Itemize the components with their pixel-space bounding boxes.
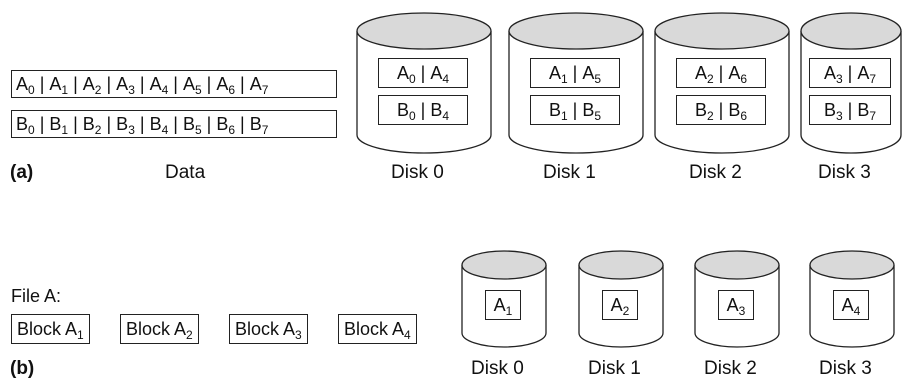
disk-cell: A0 (396, 62, 416, 86)
disk-block: A3|A7 (809, 58, 891, 88)
disk-block: A2 (602, 290, 638, 320)
disk-cell: A2 (694, 62, 714, 86)
file-block-label: Block A4 (344, 318, 411, 342)
disk-label: Disk 3 (819, 358, 872, 379)
disk-cylinder-icon (809, 250, 895, 348)
disk-block: A2|A6 (676, 58, 766, 88)
disk-cell: A1 (548, 62, 568, 86)
disk-cell: A4 (430, 62, 450, 86)
disk-cell: B0 (396, 99, 416, 123)
disk-top (654, 12, 790, 50)
disk-cell: B6 (728, 99, 748, 123)
disk-cell: B1 (548, 99, 568, 123)
cell-separator: | (240, 73, 245, 94)
data-caption: Data (165, 162, 206, 183)
disk-label: Disk 2 (689, 162, 742, 183)
part-a-label: (a) (10, 162, 34, 183)
disk-block: A1 (485, 290, 521, 320)
disk-cell: A1 (493, 294, 513, 318)
disk-label: Disk 0 (391, 162, 444, 183)
data-row-b: B0|B1|B2|B3|B4|B5|B6|B7 (11, 110, 337, 138)
part-b-label: (b) (10, 358, 35, 379)
disk-label: Disk 1 (588, 358, 641, 379)
cell-separator: | (206, 73, 212, 94)
file-block-1: Block A1 (11, 314, 90, 344)
data-cell: A6 (216, 73, 236, 97)
data-cell: A2 (82, 73, 102, 97)
cell-separator: | (173, 113, 178, 134)
cell-separator: | (139, 73, 145, 94)
disk-block: B0|B4 (378, 95, 468, 125)
disk-label: Disk 2 (704, 358, 757, 379)
disk-cell: A6 (728, 62, 748, 86)
disk-cell: A5 (582, 62, 602, 86)
disk-top (800, 12, 902, 50)
disk-label: Disk 3 (818, 162, 871, 183)
data-cell: B2 (82, 113, 102, 137)
data-cell: B4 (149, 113, 169, 137)
cell-separator: | (39, 73, 45, 94)
disk-cell: B4 (430, 99, 450, 123)
disk-cell: A3 (823, 62, 843, 86)
data-cell: B0 (16, 113, 35, 137)
disk-block: A4 (833, 290, 869, 320)
file-block-2: Block A2 (120, 314, 199, 344)
disk-top (508, 12, 644, 50)
disk-top (461, 250, 547, 280)
cell-separator: | (39, 113, 45, 134)
disk-block: A1|A5 (530, 58, 620, 88)
disk-top (356, 12, 492, 50)
disk-cell: A4 (841, 294, 861, 318)
disk-cell: B5 (582, 99, 602, 123)
data-cell: B3 (116, 113, 135, 137)
cell-separator: | (139, 113, 145, 134)
disk-cell: B7 (857, 99, 877, 123)
cell-separator: | (106, 73, 112, 94)
disk-block: B2|B6 (676, 95, 766, 125)
data-cell: B6 (216, 113, 236, 137)
disk-block: B3|B7 (809, 95, 891, 125)
file-block-label: Block A1 (17, 318, 84, 342)
data-cell: A5 (182, 73, 202, 97)
disk-block: A0|A4 (378, 58, 468, 88)
cell-separator: | (173, 73, 178, 94)
data-cell: A1 (49, 73, 69, 97)
file-title: File A: (11, 286, 62, 306)
disk-cell: A3 (726, 294, 746, 318)
disk-block: B1|B5 (530, 95, 620, 125)
cell-separator: | (73, 113, 78, 134)
cell-separator: | (73, 73, 78, 94)
disk-top (809, 250, 895, 280)
disk-cylinder-icon (694, 250, 780, 348)
file-block-label: Block A3 (235, 318, 302, 342)
data-cell: B1 (49, 113, 69, 137)
data-cell: A7 (249, 73, 269, 97)
cell-separator: | (240, 113, 245, 134)
data-row-a: A0|A1|A2|A3|A4|A5|A6|A7 (11, 70, 337, 98)
disk-label: Disk 0 (471, 358, 524, 379)
disk-cell: A2 (610, 294, 630, 318)
disk-cell: A7 (857, 62, 877, 86)
file-block-3: Block A3 (229, 314, 308, 344)
data-cell: A0 (16, 73, 35, 97)
disk-label: Disk 1 (543, 162, 596, 183)
disk-top (694, 250, 780, 280)
disk-cell: B3 (823, 99, 843, 123)
data-cell: B7 (249, 113, 269, 137)
cell-separator: | (106, 113, 112, 134)
disk-block: A3 (718, 290, 754, 320)
data-cell: A4 (149, 73, 169, 97)
data-cell: B5 (182, 113, 202, 137)
cell-separator: | (206, 113, 212, 134)
disk-cell: B2 (694, 99, 714, 123)
file-block-label: Block A2 (126, 318, 193, 342)
data-cell: A3 (116, 73, 135, 97)
disk-top (578, 250, 664, 280)
file-block-4: Block A4 (338, 314, 417, 344)
